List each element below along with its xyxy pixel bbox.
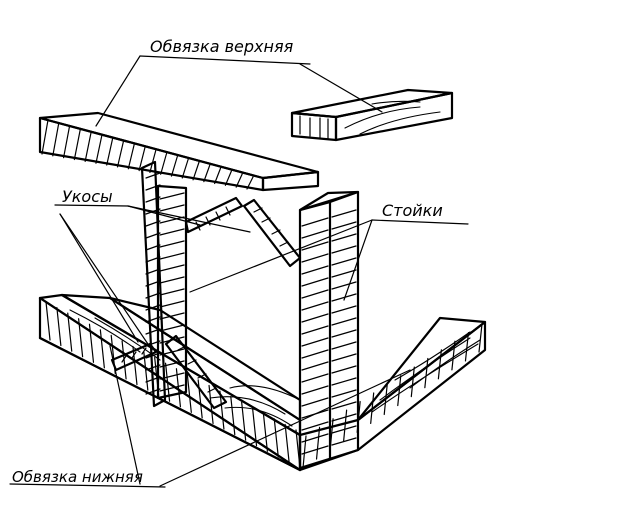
- label-braces: Укосы: [62, 187, 113, 206]
- bottom-plate: [38, 293, 487, 472]
- label-studs: Стойки: [382, 201, 443, 220]
- label-top-plate: Обвязка верхняя: [150, 37, 294, 56]
- top-plate-detail-piece: [290, 88, 454, 142]
- top-plate: [38, 111, 320, 192]
- label-bottom-plate: Обвязка нижняя: [12, 468, 143, 486]
- upper-braces: [184, 196, 302, 268]
- left-stud: [140, 160, 188, 408]
- leader-lines: [9, 55, 469, 488]
- corner-stud: [298, 190, 360, 470]
